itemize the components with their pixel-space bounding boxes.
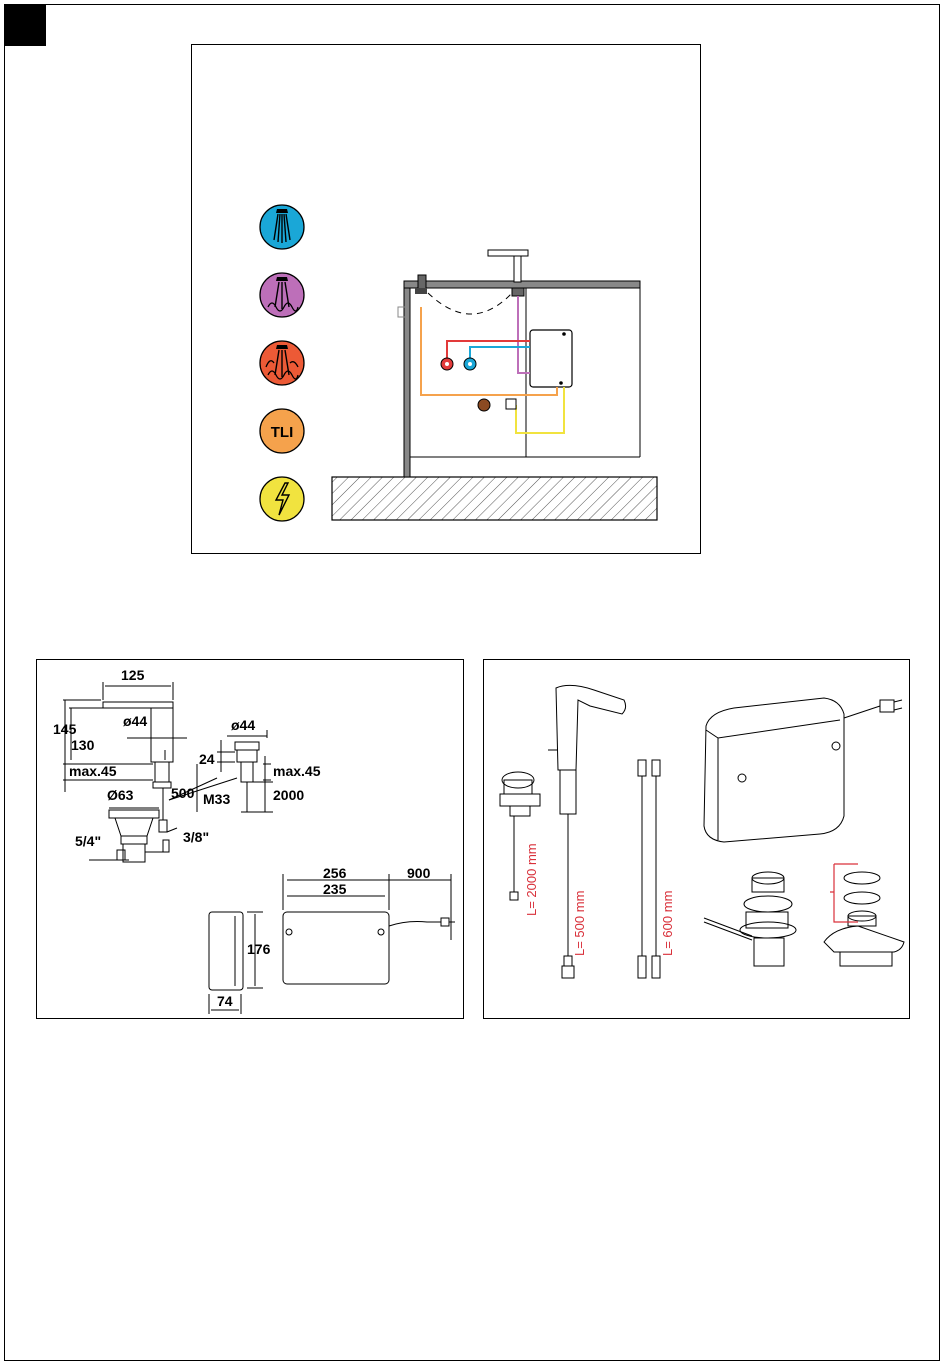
cold-water-icon [260,205,304,249]
dim-176: 176 [247,941,271,957]
dim-2000: 2000 [273,787,304,803]
drain-nut [415,288,427,294]
dim-max45-b: max.45 [273,763,321,779]
dim-125: 125 [121,667,145,683]
dim-d44-b: ø44 [231,717,255,733]
floor [332,477,657,520]
waste-set-part [704,872,796,966]
control-box-part [704,698,902,842]
hot-water-icon [260,341,304,385]
dimensions-panel: 125 145 130 ø44 ø44 24 max.45 max.45 500… [36,659,464,1019]
sensor-cable-label: L= 2000 mm [524,843,539,916]
installation-diagram: TLI [192,45,702,555]
dim-3-8: 3/8" [183,829,209,845]
mixed-water-line [518,296,530,373]
dimensions-drawing: 125 145 130 ø44 ø44 24 max.45 max.45 500… [37,660,465,1020]
dim-5-4: 5/4" [75,833,101,849]
control-box [530,330,572,387]
dim-235: 235 [323,881,347,897]
dim-145: 145 [53,721,77,737]
tli-icon: TLI [260,409,304,453]
dim-900: 900 [407,865,431,881]
faucet [488,250,528,296]
dim-m33: M33 [203,791,230,807]
connection-hoses [638,760,660,978]
dim-max45-a: max.45 [69,763,117,779]
dim-d63: Ø63 [107,787,134,803]
dim-24: 24 [199,751,215,767]
cold-water-line [470,347,530,363]
dim-500: 500 [171,785,195,801]
dim-130: 130 [71,737,95,753]
power-socket [506,399,516,409]
supply-hose-label: L= 500 mm [572,891,587,956]
dim-d44-a: ø44 [123,713,147,729]
connection-hoses-label: L= 600 mm [660,891,675,956]
mixed-water-icon [260,273,304,317]
drain-fitting [418,275,426,289]
installation-panel: TLI [191,44,701,554]
parts-drawing: L= 2000 mm L= 500 mm L= 600 mm [484,660,911,1020]
basin-outline [428,293,512,314]
electricity-icon [260,477,304,521]
dim-256: 256 [323,865,347,881]
corner-tab [4,4,46,46]
rings-part [824,872,904,966]
drain-outlet [478,399,490,411]
vanity-cabinet [404,281,640,477]
dim-74: 74 [217,993,233,1009]
parts-panel: L= 2000 mm L= 500 mm L= 600 mm [483,659,910,1019]
tli-icon-label: TLI [271,424,294,441]
